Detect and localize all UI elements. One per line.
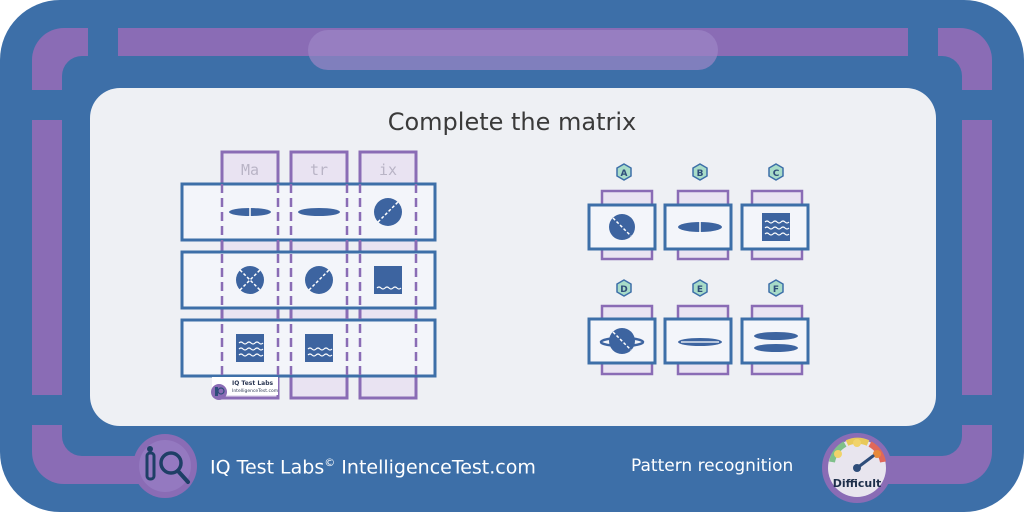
watermark-line-1: IQ Test Labs (232, 380, 273, 387)
answer-options: A B C D (587, 163, 810, 376)
option-e-letter: E (697, 285, 703, 295)
column-header-3: ix (379, 161, 397, 179)
option-a-letter: A (621, 169, 628, 179)
matrix-cell-r3c3-missing[interactable] (362, 322, 414, 374)
option-c[interactable]: C (740, 163, 810, 261)
logo-badge (133, 434, 197, 498)
matrix-cell-r1c1 (229, 207, 271, 217)
option-b[interactable]: B (663, 163, 733, 261)
puzzle-title: Complete the matrix (387, 108, 637, 136)
matrix-cell-r1c3 (374, 198, 402, 226)
brand-mark: © (324, 456, 336, 469)
difficulty-label: Difficult (833, 477, 882, 490)
option-b-letter: B (697, 169, 704, 179)
option-a[interactable]: A (587, 163, 657, 261)
footer-bar (150, 442, 870, 492)
category-label: Pattern recognition (631, 456, 794, 476)
matrix-cell-r3c2 (305, 334, 333, 362)
brand-name: IQ Test Labs (210, 456, 325, 479)
matrix-watermark: IQ Test Labs IntelligenceTest.com (211, 377, 278, 400)
matrix-cell-r2c2 (305, 266, 333, 294)
option-d[interactable]: D (587, 279, 657, 376)
matrix-cell-r1c2 (298, 208, 340, 216)
brand-site: IntelligenceTest.com (341, 456, 536, 479)
difficulty-gauge: Difficult (822, 433, 892, 503)
option-c-letter: C (773, 169, 780, 179)
option-e[interactable]: E (663, 279, 733, 376)
matrix-cell-r3c1 (236, 334, 264, 362)
option-d-letter: D (620, 285, 627, 295)
brand-line: IQ Test Labs© IntelligenceTest.com (210, 456, 536, 478)
matrix-cell-r2c3 (374, 266, 402, 294)
matrix: Ma tr ix (180, 150, 437, 400)
option-f[interactable]: F (740, 279, 810, 376)
column-header-1: Ma (241, 161, 259, 179)
option-f-letter: F (773, 285, 779, 295)
column-header-2: tr (310, 161, 328, 179)
matrix-cell-r2c1 (236, 266, 264, 294)
watermark-line-2: IntelligenceTest.com (232, 388, 278, 394)
